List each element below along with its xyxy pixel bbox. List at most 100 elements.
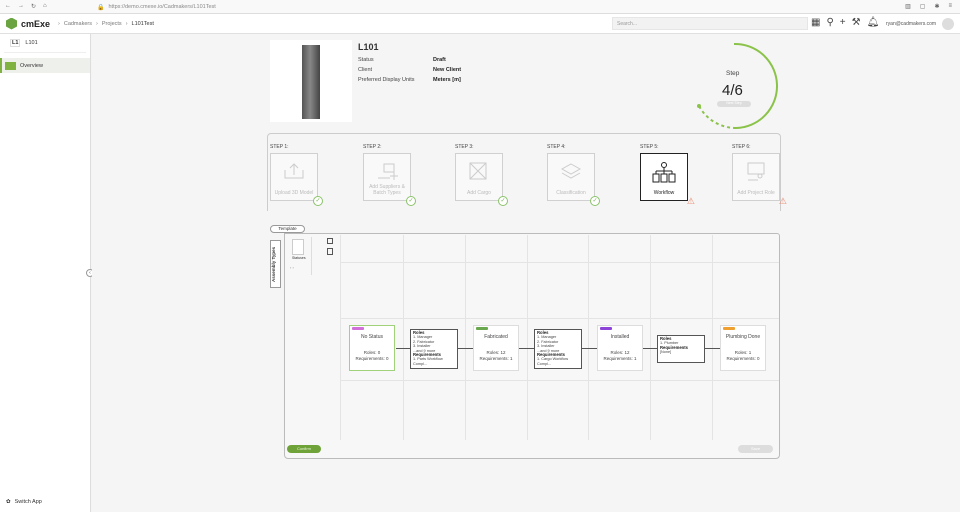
search-input[interactable]: Search... — [612, 17, 808, 30]
save-button[interactable]: Save — [738, 445, 773, 453]
step-6[interactable]: STEP 6: Add Project Role⚠ — [732, 144, 787, 206]
menu-icon[interactable]: ≡ — [948, 3, 952, 9]
app-name: cmExe — [21, 18, 51, 29]
reload-icon[interactable]: ↻ — [31, 4, 37, 10]
sidebar-toggle-icon[interactable]: ▢ — [919, 4, 926, 10]
step-5[interactable]: STEP 5: Workflow⚠ — [640, 144, 695, 206]
upload-icon — [284, 163, 304, 179]
home-icon[interactable]: ⌂ — [43, 3, 47, 9]
node-title: Installed — [610, 334, 630, 340]
app-header: cmExe ›Cadmakers ›Projects ›L101Test Sea… — [0, 14, 960, 34]
transition-box[interactable]: Roles 1. Manager 2. Fabricator 3. Instal… — [534, 329, 582, 369]
bell-icon[interactable]: 🔔︎ — [866, 17, 880, 28]
step-name: Upload 3D Model — [274, 190, 314, 196]
sidebar-item-label: Overview — [20, 62, 43, 69]
connector — [643, 348, 658, 349]
next-step-pill[interactable]: Next Step — [717, 101, 751, 107]
node-roles: Roles: 1 — [734, 350, 752, 355]
select-tool-icon[interactable] — [327, 238, 333, 244]
rule-item: 1. Manager — [413, 335, 433, 340]
step-4[interactable]: STEP 4: Classification✓ — [547, 144, 600, 206]
user-email[interactable]: ryan@cadmakers.com — [886, 21, 937, 27]
palette-status-item[interactable] — [292, 239, 304, 255]
requirement-item: 1. Parts Workflow Compl... — [413, 357, 443, 366]
qr-code-icon[interactable]: ▦ — [811, 17, 821, 28]
node-requirements: Requirements: 1 — [479, 356, 513, 361]
step-1[interactable]: STEP 1: Upload 3D Model✓ — [270, 144, 323, 206]
transition-box[interactable]: Roles 1. Plumber Requirements [None] — [657, 335, 705, 363]
node-color-bar — [600, 327, 612, 330]
node-requirements: Requirements: 0 — [726, 356, 760, 361]
node-color-bar — [476, 327, 488, 330]
field-label: Client — [358, 67, 373, 73]
step-name: Add Suppliers & Batch Types — [369, 184, 405, 196]
units-value: Meters [m] — [433, 77, 461, 83]
suppliers-icon — [378, 163, 398, 180]
avatar[interactable] — [942, 18, 954, 30]
logo-icon — [6, 17, 17, 30]
requirement-item: [None] — [660, 350, 672, 355]
back-icon[interactable]: ← — [5, 3, 11, 9]
url-bar[interactable]: 🔒 https://demo.cmexe.io/Cadmakers/L101Te… — [93, 2, 613, 12]
progress-ring — [697, 42, 778, 130]
switch-app-button[interactable]: ✿ Switch App — [6, 499, 42, 505]
project-role-icon — [747, 162, 765, 181]
confirm-button[interactable]: Confirm — [287, 445, 321, 453]
rule-item: ...and 9 more — [413, 348, 436, 353]
check-icon: ✓ — [313, 196, 323, 206]
palette-pager[interactable]: ‹ › — [290, 265, 294, 270]
layers-icon — [560, 163, 582, 179]
status-palette: Statuses ‹ › — [290, 237, 312, 275]
warning-icon: ⚠ — [778, 196, 787, 206]
node-requirements: Requirements: 0 — [355, 356, 389, 361]
search-icon[interactable]: ⚲ — [826, 17, 834, 28]
rules-title: Roles — [413, 330, 425, 335]
project-title: L101 — [358, 42, 379, 52]
note-tool-icon[interactable] — [327, 248, 333, 255]
breadcrumb-item[interactable]: Cadmakers — [63, 20, 92, 27]
palette-item-label: Statuses — [292, 256, 306, 260]
plus-icon[interactable]: + — [839, 17, 846, 28]
requirement-item: 1. Cargo Workflow Compl... — [537, 357, 569, 366]
client-value: New Client — [433, 67, 462, 73]
sidebar: L1 L101 Overview ✿ Switch App — [0, 34, 91, 512]
steps-panel: STEP 1: Upload 3D Model✓ STEP 2: Add Sup… — [267, 133, 787, 211]
step-3[interactable]: STEP 3: Add Cargo✓ — [455, 144, 508, 206]
step-2[interactable]: STEP 2: Add Suppliers & Batch Types✓ — [363, 144, 416, 206]
field-label: Status — [358, 57, 374, 63]
app-logo[interactable]: cmExe — [0, 17, 58, 30]
check-icon: ✓ — [406, 196, 416, 206]
step-label: Step — [726, 70, 740, 77]
connector — [581, 348, 597, 349]
rule-item: 1. Plumber — [660, 341, 679, 346]
library-icon[interactable]: ▥ — [905, 4, 911, 10]
requirements-title: Requirements — [413, 352, 441, 358]
node-roles: Roles: 12 — [486, 350, 506, 355]
tab-assembly-types[interactable]: Assembly Types — [270, 240, 281, 288]
breadcrumb-item[interactable]: Projects — [101, 20, 122, 27]
extension-icon[interactable]: ✱ — [934, 4, 940, 10]
forward-icon[interactable]: → — [18, 3, 24, 9]
rules-title: Roles — [660, 336, 672, 341]
switch-app-icon: ✿ — [6, 499, 11, 505]
browser-toolbar: ← → ↻ ⌂ 🔒 https://demo.cmexe.io/Cadmaker… — [0, 0, 960, 14]
connector — [458, 348, 473, 349]
sidebar-item-overview[interactable]: Overview — [0, 58, 90, 73]
tools-icon[interactable]: ⚒ — [851, 17, 861, 28]
transition-box[interactable]: Roles 1. Manager 2. Fabricator 3. Instal… — [410, 329, 458, 369]
url-text: https://demo.cmexe.io/Cadmakers/L101Test — [108, 4, 216, 10]
rule-item: 3. Installer — [537, 344, 555, 349]
step-number: STEP 6: — [732, 144, 751, 150]
status-value: Draft — [433, 57, 446, 63]
tab-template[interactable]: Template — [270, 225, 305, 233]
sidebar-project[interactable]: L1 L101 — [4, 34, 86, 53]
check-icon: ✓ — [590, 196, 600, 206]
rule-item: 3. Installer — [413, 344, 431, 349]
warning-icon: ⚠ — [686, 196, 695, 206]
project-name: L101 — [25, 40, 38, 46]
